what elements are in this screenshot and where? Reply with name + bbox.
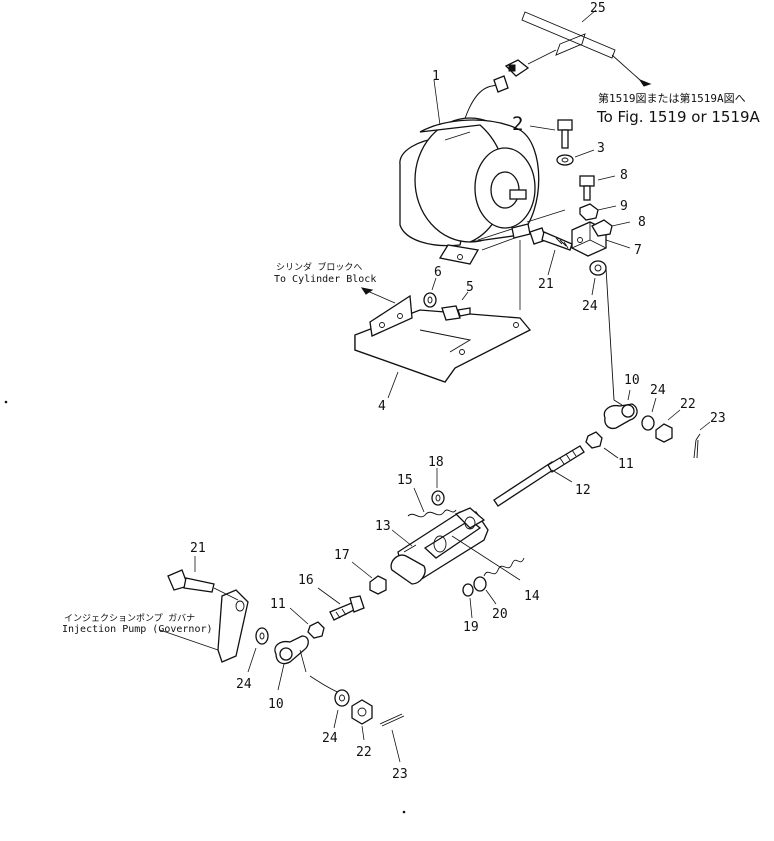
- callout-12: 12: [575, 483, 591, 498]
- governor-lever: [159, 587, 249, 663]
- callout-17: 17: [334, 548, 350, 563]
- callout-24d: 24: [322, 731, 338, 746]
- rod-12: [493, 445, 585, 507]
- bolt-5: [441, 291, 471, 321]
- callout-15: 15: [397, 473, 413, 488]
- callout-7: 7: [634, 243, 642, 258]
- ball-joint-10-upper: [603, 389, 638, 430]
- callout-1: 1: [432, 69, 440, 84]
- callout-24c: 24: [236, 677, 252, 692]
- callout-6: 6: [434, 265, 442, 280]
- spring-15: [407, 487, 457, 518]
- washer-24-upper: [589, 260, 607, 296]
- washer-3: [556, 149, 595, 166]
- callout-20: 20: [492, 607, 508, 622]
- cylinder-assembly-13: [390, 507, 489, 585]
- linkage-rod-upper: [605, 267, 623, 406]
- injection-pump-note-en: Injection Pump (Governor): [62, 624, 213, 635]
- washer-18: [431, 468, 445, 506]
- nut-22-upper: [655, 423, 673, 443]
- callout-14: 14: [524, 589, 540, 604]
- nut-11-lower: [289, 607, 325, 639]
- callout-2: 2: [512, 113, 523, 135]
- injection-pump-note-jp: インジェクションポンプ ガバナ: [64, 613, 195, 624]
- cylinder-block-note-en: To Cylinder Block: [274, 274, 376, 285]
- cylinder-block-note-jp: シリンダ ブロックへ: [276, 261, 362, 273]
- bracket-4: [354, 287, 532, 399]
- callout-21a: 21: [538, 277, 554, 292]
- callout-18: 18: [428, 455, 444, 470]
- callout-16: 16: [298, 573, 314, 588]
- linkage-rod-lower: [299, 649, 343, 695]
- callout-4: 4: [378, 399, 386, 414]
- bolt-21-upper: [529, 227, 573, 276]
- scan-dot: [4, 400, 8, 404]
- callout-21b: 21: [190, 541, 206, 556]
- wire-harness-25: [504, 9, 652, 87]
- bolt-16: [317, 587, 365, 621]
- nut-9: [579, 203, 617, 221]
- callout-8b: 8: [638, 215, 646, 230]
- callout-11a: 11: [618, 457, 634, 472]
- washer-24-lower: [333, 689, 350, 729]
- bolt-21-lower: [167, 556, 215, 593]
- callout-9: 9: [620, 199, 628, 214]
- ball-joint-10-lower: [274, 635, 309, 691]
- callout-24b: 24: [650, 383, 666, 398]
- spring-14: [451, 535, 525, 581]
- callout-22a: 22: [680, 397, 696, 412]
- washer-24-right: [641, 415, 655, 431]
- callout-10a: 10: [624, 373, 640, 388]
- motor-1: [399, 79, 540, 265]
- washer-6: [423, 277, 437, 308]
- cotter-pin-23-lower: [379, 713, 405, 763]
- figure-reference-jp: 第1519図または第1519A図へ: [598, 91, 746, 105]
- cotter-pin-23-upper: [693, 421, 711, 459]
- callout-11b: 11: [270, 597, 286, 612]
- callout-3: 3: [597, 141, 605, 156]
- washer-20: [473, 576, 487, 592]
- callout-13: 13: [375, 519, 391, 534]
- washer-19: [462, 583, 474, 597]
- callout-24a: 24: [582, 299, 598, 314]
- callout-23a: 23: [710, 411, 726, 426]
- callout-8a: 8: [620, 168, 628, 183]
- callout-5: 5: [466, 280, 474, 295]
- bolt-8-lower: [591, 219, 631, 237]
- callout-22b: 22: [356, 745, 372, 760]
- figure-reference-en: To Fig. 1519 or 1519A: [596, 108, 761, 126]
- washer-24-lower-left: [247, 627, 269, 673]
- bolt-8-upper: [579, 175, 616, 201]
- callout-23b: 23: [392, 767, 408, 782]
- callout-10b: 10: [268, 697, 284, 712]
- nut-17: [351, 561, 387, 595]
- scan-dot: [402, 810, 406, 814]
- bolt-2: [529, 119, 573, 149]
- callout-19: 19: [463, 620, 479, 635]
- nut-22-lower: [351, 699, 373, 741]
- nut-11-upper: [585, 431, 619, 459]
- callout-25: 25: [590, 1, 606, 16]
